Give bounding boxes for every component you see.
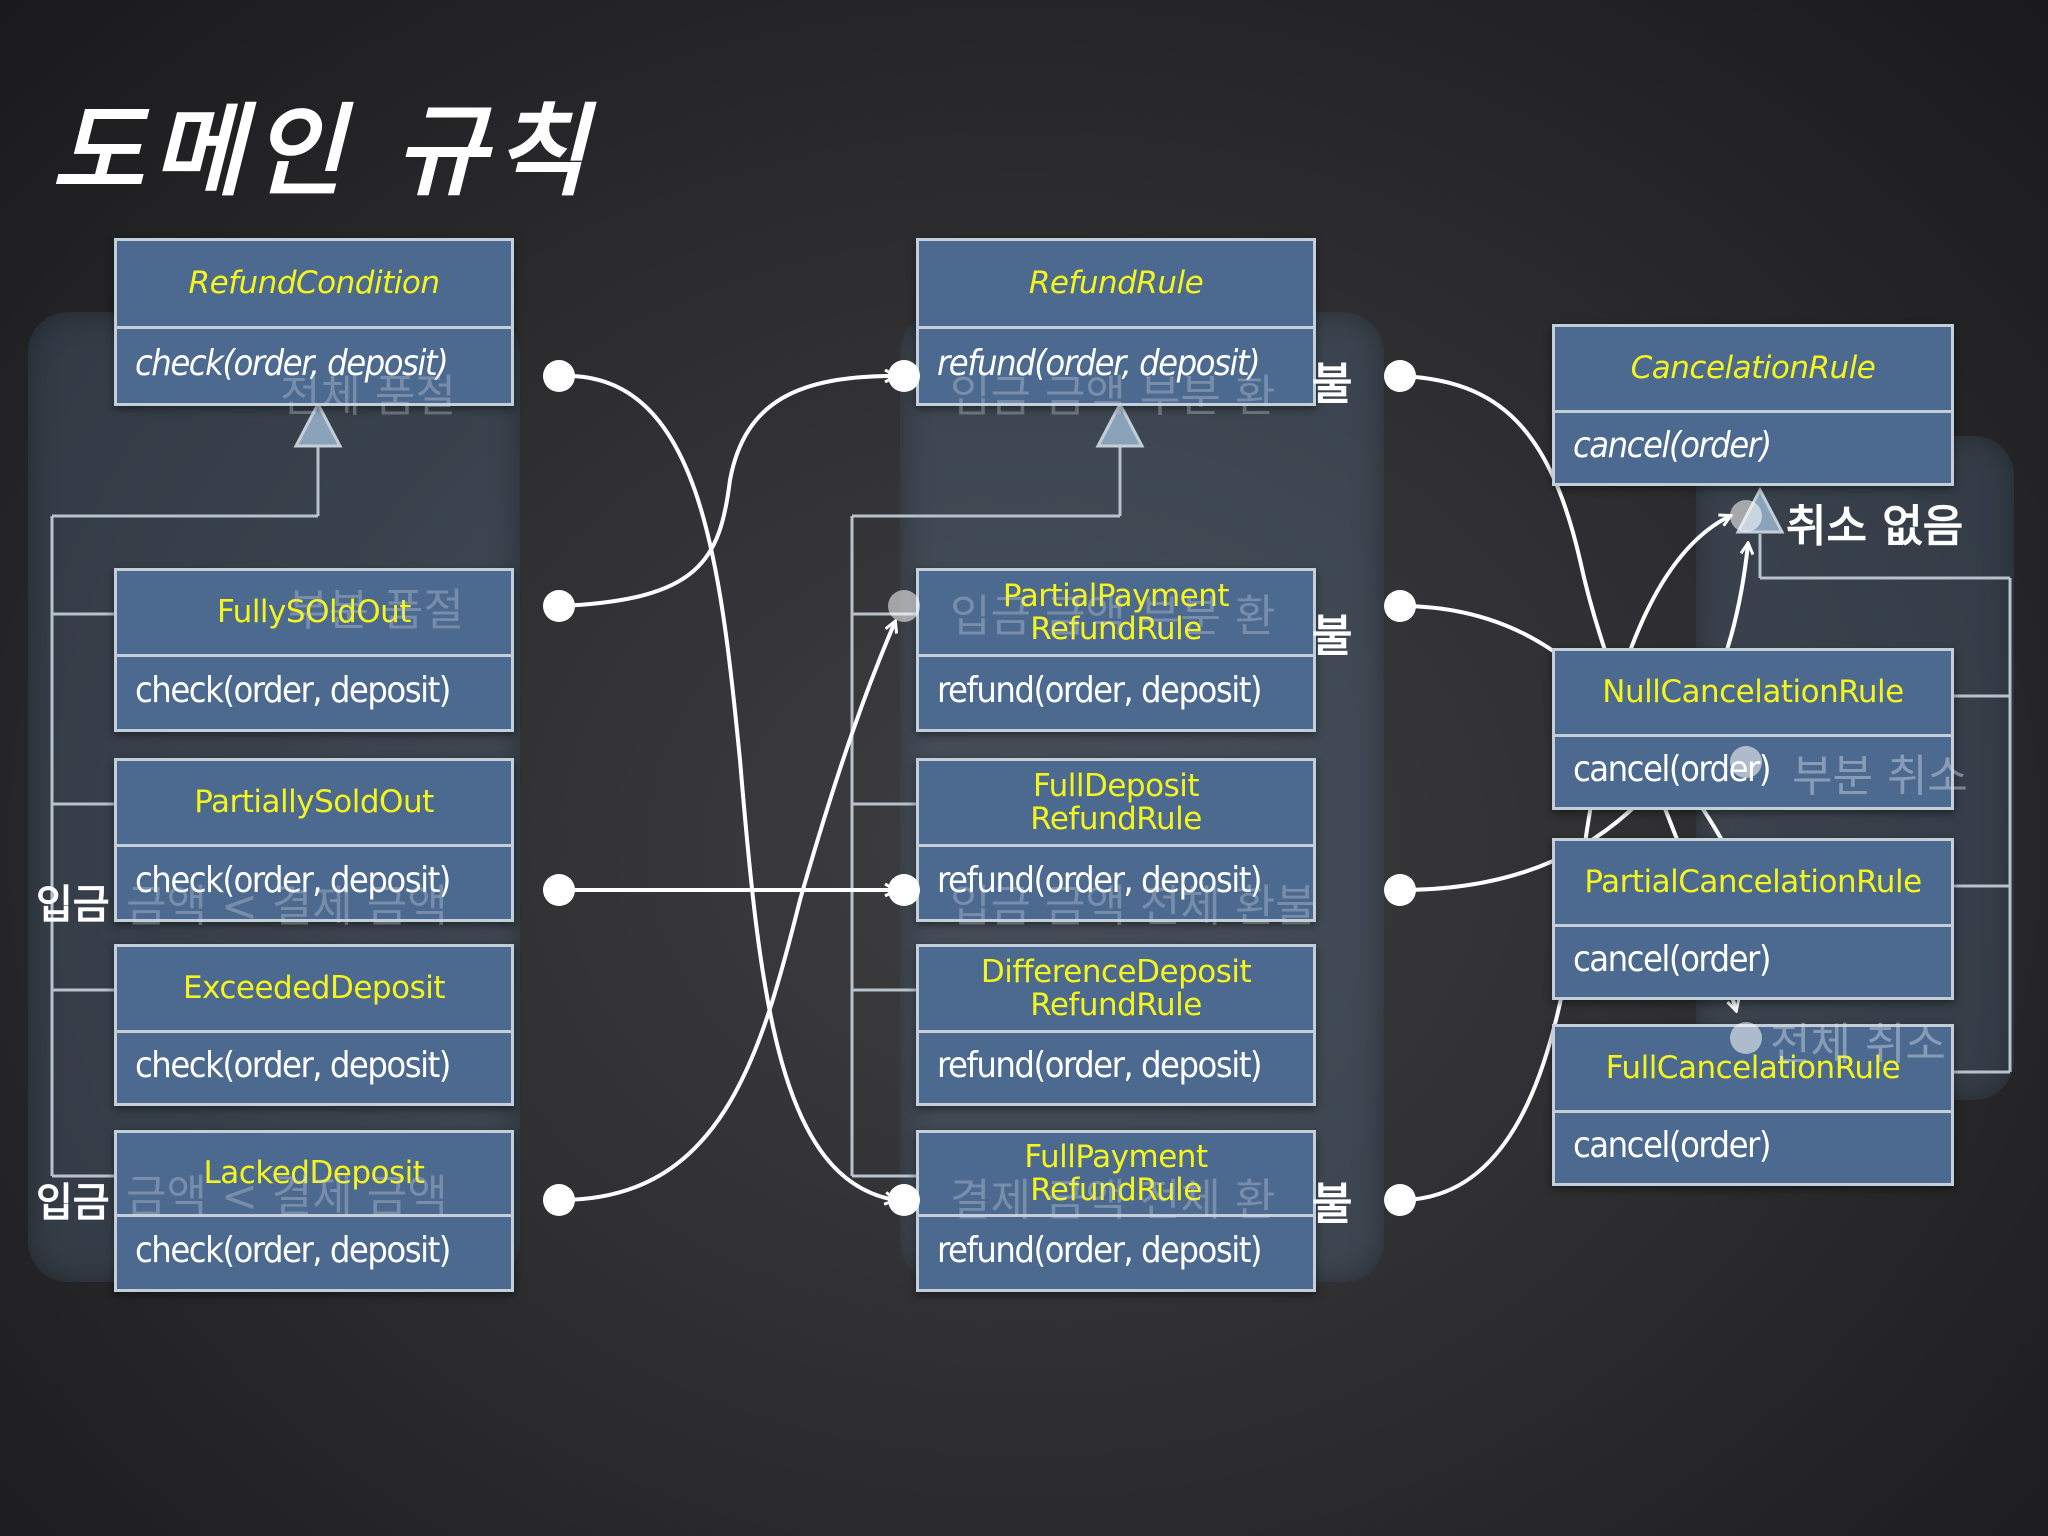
class-partial-cancelation-rule: PartialCancelationRule cancel(order) [1552,838,1954,1000]
class-name: FullDeposit RefundRule [919,761,1313,847]
arrow-lackeddeposit-to-partialpayment [558,622,895,1202]
class-difference-deposit-refund-rule: DifferenceDeposit RefundRule refund(orde… [916,944,1316,1106]
class-method: refund(order, deposit) [937,1229,1263,1271]
connector-dot [1730,746,1762,778]
class-cancelation-rule: CancelationRule cancel(order) [1552,324,1954,486]
class-lacked-deposit: LackedDeposit check(order, deposit) [114,1130,514,1292]
connector-dot [1384,360,1416,392]
connector-dot [543,1184,575,1216]
connector-dot [543,874,575,906]
class-fully-sold-out: FullySOldOut check(order, deposit) [114,568,514,732]
class-name: PartialCancelationRule [1555,841,1951,927]
connector-dot [888,360,920,392]
class-name: FullPayment RefundRule [919,1133,1313,1217]
class-method: check(order, deposit) [135,1044,451,1086]
connector-dot [543,360,575,392]
class-name: RefundCondition [117,241,511,329]
class-method: check(order, deposit) [135,342,449,384]
class-method: refund(order, deposit) [937,342,1261,384]
class-name: PartialPayment RefundRule [919,571,1313,657]
connector-dot [888,874,920,906]
note-refund-rule: 불 [1312,359,1353,410]
class-partially-sold-out: PartiallySoldOut check(order, deposit) [114,758,514,922]
connector-dot [1384,1184,1416,1216]
class-method: cancel(order) [1573,424,1772,466]
slide-title: 도메인 규칙 [52,92,595,210]
arrow-refundcondition-to-fullpayment [558,373,895,1200]
connector-dot [888,1184,920,1216]
class-name: FullCancelationRule [1555,1027,1951,1113]
note-deposit-left-1: 입금 [36,882,110,928]
class-method: cancel(order) [1573,938,1772,980]
connector-dot [1384,874,1416,906]
connector-dot [1730,1022,1762,1054]
note-partial-payment: 불 [1312,611,1353,662]
connector-dot [888,590,920,622]
class-refund-rule: RefundRule refund(order, deposit) [916,238,1316,406]
class-full-deposit-refund-rule: FullDeposit RefundRule refund(order, dep… [916,758,1316,922]
note-full-payment: 불 [1312,1179,1353,1230]
connector-dot [1384,590,1416,622]
connector-dot [1730,500,1762,532]
class-method: check(order, deposit) [135,669,451,711]
class-null-cancelation-rule: NullCancelationRule cancel(order) [1552,648,1954,810]
class-name: LackedDeposit [117,1133,511,1217]
class-refund-condition: RefundCondition check(order, deposit) [114,238,514,406]
class-name: RefundRule [919,241,1313,329]
class-method: check(order, deposit) [135,1229,451,1271]
note-deposit-left-2: 입금 [36,1180,110,1226]
class-name: ExceededDeposit [117,947,511,1033]
connector-dot [543,590,575,622]
class-partial-payment-refund-rule: PartialPayment RefundRule refund(order, … [916,568,1316,732]
class-method: refund(order, deposit) [937,1044,1263,1086]
class-method: refund(order, deposit) [937,859,1263,901]
class-name: CancelationRule [1555,327,1951,413]
class-name: PartiallySoldOut [117,761,511,847]
class-method: check(order, deposit) [135,859,451,901]
class-method: cancel(order) [1573,1124,1772,1166]
class-method: refund(order, deposit) [937,669,1263,711]
class-full-payment-refund-rule: FullPayment RefundRule refund(order, dep… [916,1130,1316,1292]
class-name: DifferenceDeposit RefundRule [919,947,1313,1033]
class-name: NullCancelationRule [1555,651,1951,737]
class-name: FullySOldOut [117,571,511,657]
note-cancel-none: 취소 없음 [1786,501,1964,552]
arrow-fullysoldout-to-refundrule [558,376,895,608]
class-exceeded-deposit: ExceededDeposit check(order, deposit) [114,944,514,1106]
